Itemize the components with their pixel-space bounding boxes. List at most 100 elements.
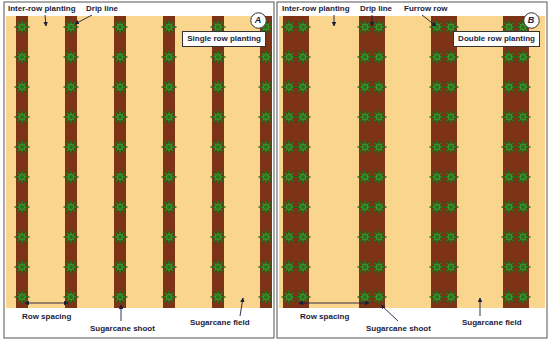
shoot-core	[301, 235, 305, 239]
sugarcane-shoot	[372, 290, 387, 305]
shoot-core	[363, 55, 367, 59]
shoot-core	[301, 205, 305, 209]
shoot-core	[287, 85, 291, 89]
shoot-core	[377, 235, 381, 239]
shoot-core	[507, 235, 511, 239]
shoot-core	[363, 145, 367, 149]
sugarcane-shoot	[502, 50, 517, 65]
leader-line	[75, 15, 92, 24]
shoot-core	[287, 55, 291, 59]
shoot-core	[69, 85, 73, 89]
shoot-core	[69, 145, 73, 149]
shoot-core	[507, 205, 511, 209]
leader-line	[372, 15, 373, 26]
shoot-core	[435, 115, 439, 119]
sugarcane-shoot	[113, 230, 128, 245]
shoot-core	[377, 25, 381, 29]
shoot-core	[216, 175, 220, 179]
shoot-core	[69, 205, 73, 209]
sugarcane-shoot	[282, 170, 297, 185]
sugarcane-shoot	[211, 80, 226, 95]
shoot-core	[264, 115, 268, 119]
sugarcane-shoot	[430, 290, 445, 305]
shoot-core	[287, 115, 291, 119]
leader-line	[240, 298, 243, 316]
shoot-core	[287, 145, 291, 149]
shoot-core	[216, 235, 220, 239]
sugarcane-field	[279, 16, 545, 308]
annotation-label: Sugarcane field	[462, 318, 522, 328]
leader-line	[45, 15, 46, 26]
sugarcane-shoot	[296, 80, 311, 95]
sugarcane-shoot	[296, 230, 311, 245]
sugarcane-shoot	[282, 140, 297, 155]
sugarcane-shoot	[15, 80, 30, 95]
shoot-core	[521, 25, 525, 29]
sugarcane-shoot	[372, 170, 387, 185]
sugarcane-shoot	[15, 140, 30, 155]
sugarcane-shoot	[516, 230, 531, 245]
sugarcane-shoot	[64, 50, 79, 65]
sugarcane-shoot	[282, 290, 297, 305]
shoot-core	[377, 115, 381, 119]
sugarcane-shoot	[430, 50, 445, 65]
shoot-core	[449, 175, 453, 179]
shoot-core	[449, 25, 453, 29]
shoot-core	[118, 25, 122, 29]
sugarcane-shoot	[15, 170, 30, 185]
shoot-core	[363, 175, 367, 179]
sugarcane-shoot	[502, 260, 517, 275]
shoot-core	[167, 205, 171, 209]
sugarcane-shoot	[372, 200, 387, 215]
shoot-core	[216, 205, 220, 209]
sugarcane-shoot	[502, 80, 517, 95]
sugarcane-shoot	[15, 290, 30, 305]
sugarcane-shoot	[516, 200, 531, 215]
shoot-core	[521, 85, 525, 89]
annotation-label: Sugarcane shoot	[90, 324, 155, 334]
sugarcane-shoot	[259, 260, 273, 275]
sugarcane-shoot	[162, 50, 177, 65]
shoot-core	[363, 205, 367, 209]
shoot-core	[264, 25, 268, 29]
sugarcane-shoot	[372, 80, 387, 95]
shoot-core	[301, 115, 305, 119]
sugarcane-shoot	[516, 50, 531, 65]
shoot-core	[216, 85, 220, 89]
shoot-core	[20, 235, 24, 239]
shoot-core	[287, 295, 291, 299]
shoot-core	[287, 205, 291, 209]
sugarcane-field	[6, 16, 272, 308]
sugarcane-shoot	[430, 230, 445, 245]
shoot-core	[301, 55, 305, 59]
panel-frame	[277, 2, 547, 338]
shoot-core	[377, 175, 381, 179]
shoot-core	[69, 295, 73, 299]
shoot-core	[449, 55, 453, 59]
shoot-core	[216, 295, 220, 299]
sugarcane-shoot	[516, 170, 531, 185]
sugarcane-shoot	[113, 200, 128, 215]
shoot-core	[264, 235, 268, 239]
shoot-core	[20, 175, 24, 179]
sugarcane-shoot	[516, 290, 531, 305]
shoot-core	[521, 295, 525, 299]
shoot-core	[301, 265, 305, 269]
shoot-core	[301, 145, 305, 149]
sugarcane-shoot	[502, 140, 517, 155]
shoot-core	[69, 265, 73, 269]
sugarcane-shoot	[444, 80, 459, 95]
shoot-core	[20, 85, 24, 89]
shoot-core	[435, 55, 439, 59]
circle-shape	[523, 12, 539, 28]
shoot-core	[167, 295, 171, 299]
annotation-label: Row spacing	[300, 312, 349, 322]
shoot-core	[363, 115, 367, 119]
sugarcane-shoot	[113, 140, 128, 155]
sugarcane-shoot	[296, 200, 311, 215]
panel-frame	[4, 2, 274, 338]
shoot-core	[363, 235, 367, 239]
sugarcane-shoot	[516, 260, 531, 275]
sugarcane-shoot	[113, 170, 128, 185]
sugarcane-shoot	[259, 80, 273, 95]
